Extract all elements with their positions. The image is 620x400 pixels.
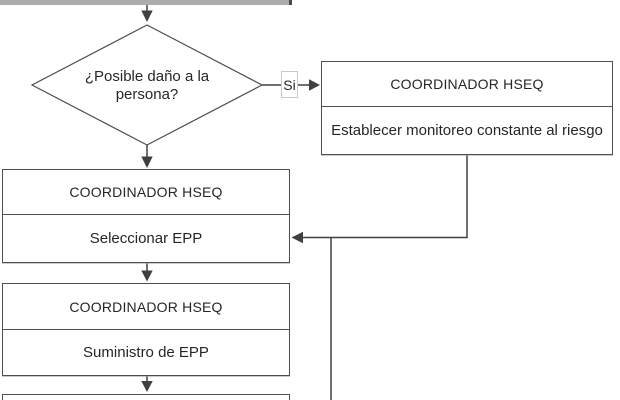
decision-label: ¿Posible daño a la persona? [62, 64, 232, 108]
process-box-suministro-epp: COORDINADOR HSEQ Suministro de EPP [2, 283, 290, 376]
box-title-text: COORDINADOR HSEQ [390, 76, 544, 92]
process-box-seleccionar-epp: COORDINADOR HSEQ Seleccionar EPP [2, 169, 290, 263]
decision-label-text: ¿Posible daño a la persona? [84, 68, 210, 103]
box-body: Establecer monitoreo constante al riesgo [322, 107, 612, 154]
box-title-text: COORDINADOR HSEQ [69, 298, 223, 315]
box-body: Seleccionar EPP [3, 215, 289, 262]
clipped-bottom-box [2, 394, 290, 400]
arrow-down-icon [141, 270, 153, 282]
arrow-right-icon [309, 79, 320, 91]
si-edge-label: Si [281, 71, 298, 98]
connector-monitoreo-feedback [302, 155, 468, 239]
box-body-text: Establecer monitoreo constante al riesgo [331, 121, 603, 139]
box-title: COORDINADOR HSEQ [322, 62, 612, 107]
box-body-text: Seleccionar EPP [89, 229, 203, 247]
arrow-down-icon [141, 10, 153, 22]
decision-diamond [30, 24, 264, 146]
box-body: Suministro de EPP [3, 330, 289, 375]
clipped-top-shape [0, 0, 292, 5]
process-box-monitoreo: COORDINADOR HSEQ Establecer monitoreo co… [321, 61, 613, 155]
clipped-top-shape-corner [289, 0, 292, 5]
arrow-down-icon [141, 381, 153, 392]
box-title-text: COORDINADOR HSEQ [69, 184, 223, 200]
box-title: COORDINADOR HSEQ [3, 284, 289, 330]
si-edge-label-text: Si [283, 76, 296, 93]
box-body-text: Suministro de EPP [83, 343, 209, 361]
arrow-left-icon [291, 231, 303, 244]
box-title: COORDINADOR HSEQ [3, 170, 289, 215]
arrow-down-icon [141, 156, 153, 168]
